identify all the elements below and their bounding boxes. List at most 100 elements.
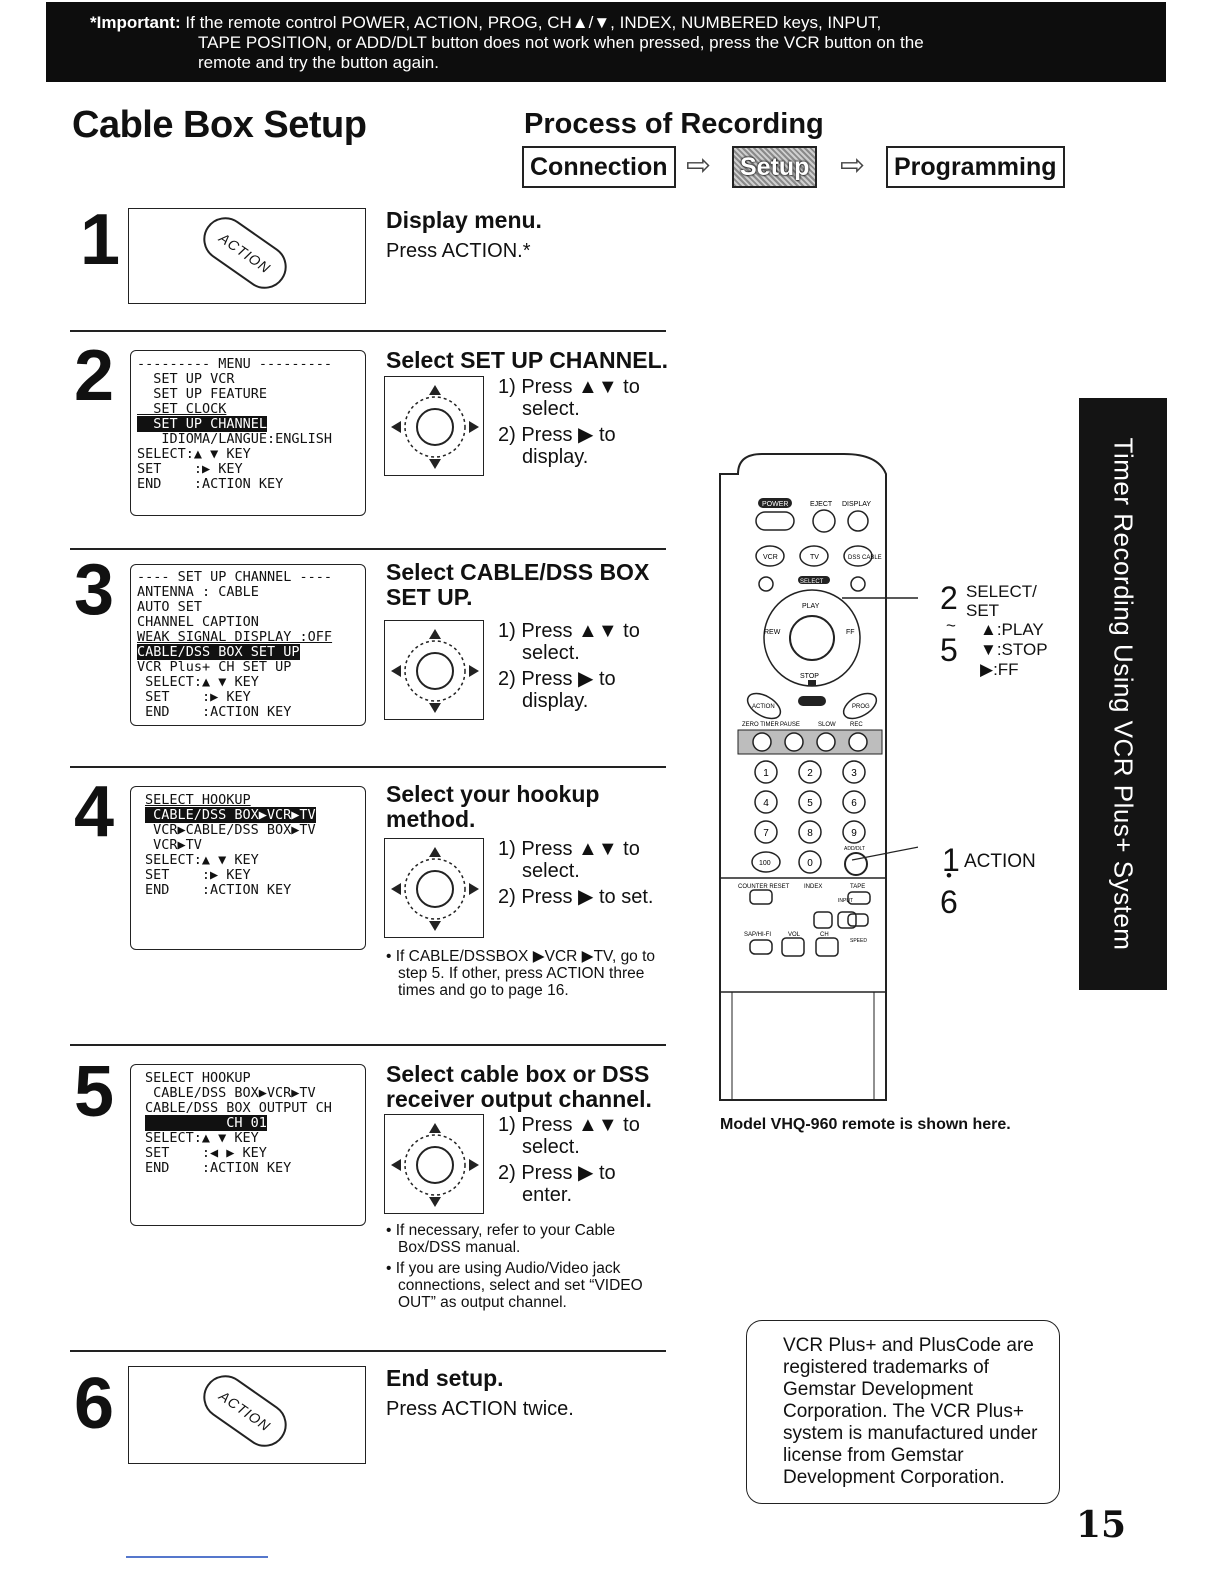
step-6-heading: End setup. [386,1365,504,1391]
step-3-heading: Select CABLE/DSS BOX SET UP. [386,559,650,610]
step-1-heading: Display menu. [386,207,542,233]
step-1-number: 1 [80,200,121,280]
section-sidebar: Timer Recording Using VCR Plus+ System [1079,398,1167,990]
callout-number: 5 [940,632,958,668]
remote-label: SAP/HI-FI [744,932,771,938]
step-4-heading: Select your hookup method. [386,781,600,832]
dpad-icon [391,629,479,713]
remote-label: TV [810,554,819,561]
step-4-instructions: 1) Press ▲▼ to select.2) Press ▶ to set. [498,838,654,908]
remote-label: ACTION [752,704,775,710]
remote-label: PAUSE [780,722,800,728]
process-setup: Setup [732,146,818,188]
digit-key: 8 [807,828,813,839]
digit-key: 6 [851,798,857,809]
remote-label: REW [764,629,781,636]
step-4-number: 4 [74,772,115,852]
remote-label: INPUT [838,898,853,904]
channel-value: CH 01 [145,1115,267,1131]
menu-screen: --------- MENU --------- SET UP VCR SET … [130,350,366,516]
remote-label: FF [846,629,855,636]
step-3-instructions: 1) Press ▲▼ to select.2) Press ▶ to disp… [498,620,640,712]
remote-label: ZERO TIMER [742,722,780,728]
dpad-icon [391,385,479,469]
step-5-heading: Select cable box or DSS receiver output … [386,1061,652,1112]
callout-select-label: SELECT/ SET [966,582,1037,620]
digit-key: 5 [807,798,813,809]
remote-label: PLAY [802,603,820,610]
divider [70,1044,666,1046]
highlighted-menu-item: CABLE/DSS BOX SET UP [137,644,300,660]
digit-key: 7 [763,828,769,839]
trademark-notice: VCR Plus+ and PlusCode are registered tr… [746,1320,1060,1504]
remote-label: SLOW [818,722,836,728]
callout-ff: ▶:FF [980,660,1019,679]
important-banner: *Important: If the remote control POWER,… [46,2,1166,82]
action-button-icon: ACTION [194,1366,296,1456]
callout-number: 1 [942,842,960,878]
dpad-illustration [384,620,484,720]
action-button-icon: ACTION [194,208,296,298]
dpad-illustration [384,838,484,938]
important-line-2: TAPE POSITION, or ADD/DLT button does no… [198,33,924,52]
important-line-3: remote and try the button again. [198,53,439,72]
process-programming: Programming [886,146,1065,188]
step-5-number: 5 [74,1052,115,1132]
process-title: Process of Recording [524,108,824,140]
divider [70,548,666,550]
step-1-body: Press ACTION.* [386,240,531,262]
important-line-1: If the remote control POWER, ACTION, PRO… [185,13,882,32]
page-title: Cable Box Setup [72,104,367,146]
process-arrow-icon: ⇨ [840,149,866,182]
divider [70,766,666,768]
remote-label: STOP [800,673,819,680]
callout-number: 6 [940,884,958,920]
important-label: *Important: [90,13,181,32]
step-5-notes: • If necessary, refer to your Cable Box/… [386,1222,643,1311]
remote-caption: Model VHQ-960 remote is shown here. [720,1116,1011,1133]
digit-key: 2 [807,768,813,779]
dpad-illustration [384,1114,484,1214]
callout-action-label: ACTION [964,851,1036,872]
remote-label: TAPE [850,884,865,890]
dpad-icon [391,847,479,931]
remote-label: VCR [763,554,778,561]
remote-label: SELECT [800,579,824,585]
action-button-illustration: ACTION [128,208,366,304]
remote-label: DISPLAY [842,501,871,508]
divider [70,1350,666,1352]
divider [70,330,666,332]
digit-key: 1 [763,768,769,779]
remote-label: SPEED [850,938,867,944]
callout-dot: • [946,866,952,885]
dpad-icon [391,1123,479,1207]
remote-label: COUNTER RESET [738,884,790,890]
remote-label: DSS CABLE [848,555,882,561]
remote-label: CH [820,932,829,938]
callout-tilde: ~ [946,616,956,635]
footer-line [126,1556,268,1558]
remote-label: REC [850,722,863,728]
step-2-number: 2 [74,336,115,416]
remote-label: INDEX [804,884,822,890]
remote-label: POWER [762,501,788,508]
step-3-number: 3 [74,550,115,630]
step-2-instructions: 1) Press ▲▼ to select.2) Press ▶ to disp… [498,376,640,468]
remote-label: ADD/DLT [844,846,865,852]
step-6-number: 6 [74,1364,115,1444]
process-connection: Connection [522,146,676,188]
highlighted-menu-item: SET UP CHANNEL [137,416,268,432]
page-number: 15 [1076,1504,1127,1546]
remote-label: 100 [759,860,771,867]
select-hookup-screen: SELECT HOOKUP CABLE/DSS BOX▶VCR▶TV VCR▶C… [130,786,366,950]
section-sidebar-label: Timer Recording Using VCR Plus+ System [1108,437,1139,951]
step-5-instructions: 1) Press ▲▼ to select.2) Press ▶ to ente… [498,1114,640,1206]
action-button-illustration: ACTION [128,1366,366,1464]
digit-key: 9 [851,828,857,839]
remote-label: PROG [852,704,870,710]
callout-play: ▲:PLAY [980,620,1044,639]
step-4-note: • If CABLE/DSSBOX ▶VCR ▶TV, go to step 5… [386,948,656,999]
step-2-heading: Select SET UP CHANNEL. [386,347,669,373]
